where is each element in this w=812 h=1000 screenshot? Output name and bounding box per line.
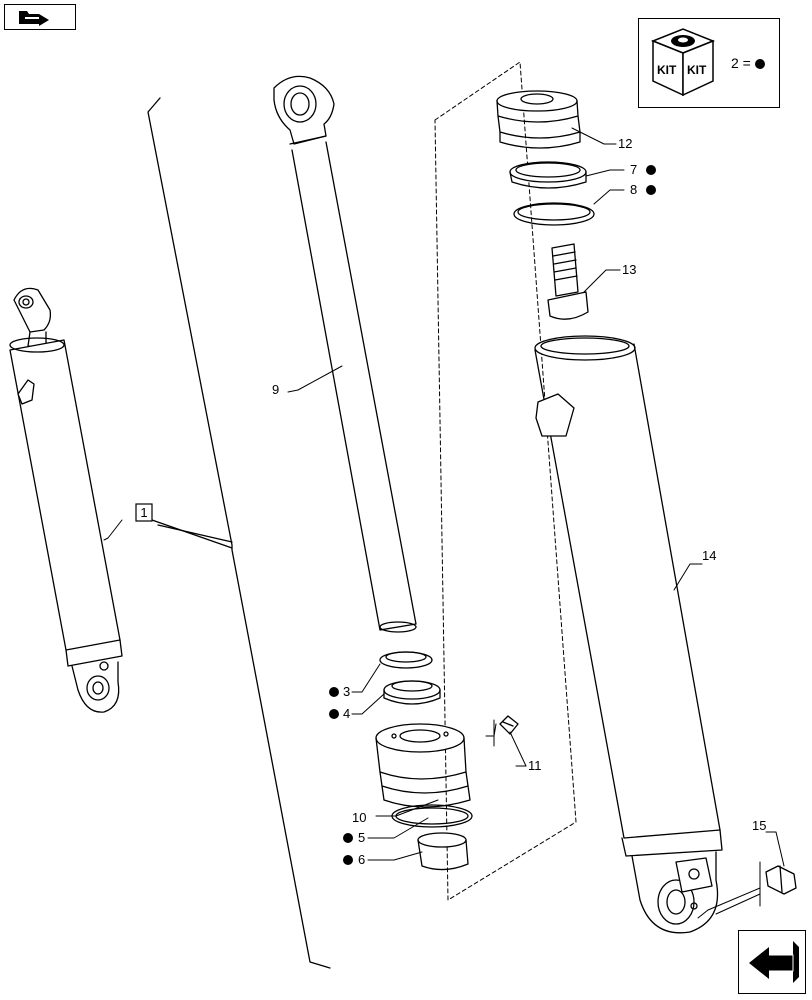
callout-6: 6 xyxy=(358,852,365,867)
callout-5: 5 xyxy=(358,830,365,845)
kit-legend-equation: 2 = xyxy=(731,55,751,71)
assembly-boundary-lines xyxy=(147,97,331,969)
kit-dot-6 xyxy=(343,855,353,865)
back-to-index-button[interactable] xyxy=(4,4,76,30)
seal-part-4 xyxy=(383,680,441,705)
callout-13: 13 xyxy=(622,262,636,277)
kit-dashed-boundary xyxy=(434,61,577,901)
leader-lines xyxy=(103,127,785,919)
kit-dot-icon xyxy=(754,59,765,69)
kit-dot-5 xyxy=(343,833,353,843)
kit-dot-3 xyxy=(329,687,339,697)
callout-3: 3 xyxy=(343,684,350,699)
fitting-part-15 xyxy=(765,865,797,895)
callout-12: 12 xyxy=(618,136,632,151)
gland-part-10 xyxy=(375,723,471,808)
barrel-part-14 xyxy=(534,335,723,934)
folder-arrow-icon xyxy=(19,11,49,26)
previous-page-button[interactable] xyxy=(738,930,806,994)
kit-dot-4 xyxy=(329,709,339,719)
callout-9: 9 xyxy=(272,382,279,397)
assembled-cylinder xyxy=(9,287,123,713)
piston-rod xyxy=(273,75,417,633)
kit-box-icon: KIT KIT xyxy=(650,28,716,97)
callout-assembly: 1 xyxy=(140,505,147,520)
kit-dot-markers xyxy=(329,165,656,865)
kit-label-left: KIT xyxy=(657,63,677,77)
callout-7: 7 xyxy=(630,162,637,177)
seal-part-8 xyxy=(513,202,595,226)
callout-4: 4 xyxy=(343,706,350,721)
kit-legend-box: KIT KIT 2 = xyxy=(638,18,780,108)
piston-part-12 xyxy=(496,90,581,149)
seal-part-7 xyxy=(509,161,587,189)
callout-11: 11 xyxy=(528,758,542,773)
callout-8: 8 xyxy=(630,182,637,197)
kit-legend-text: 2 = xyxy=(731,55,765,71)
kit-label-right: KIT xyxy=(687,63,707,77)
grease-fitting-part-11 xyxy=(499,715,519,735)
callout-10: 10 xyxy=(352,810,366,825)
bolt-part-13 xyxy=(547,243,589,320)
kit-dot-7 xyxy=(646,165,656,175)
seal-part-3 xyxy=(379,651,433,669)
callout-15: 15 xyxy=(752,818,766,833)
kit-dot-8 xyxy=(646,185,656,195)
callout-14: 14 xyxy=(702,548,716,563)
arrow-left-icon xyxy=(749,941,799,983)
bushing-part-6 xyxy=(417,832,469,871)
